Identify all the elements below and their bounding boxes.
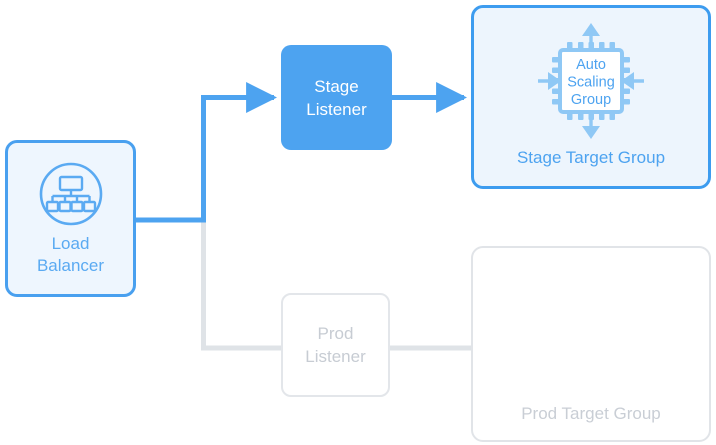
auto-scaling-group-line-2: Scaling <box>567 75 615 91</box>
node-prod-target-group[interactable]: Prod Target Group <box>471 246 711 442</box>
node-prod-listener[interactable]: Prod Listener <box>281 293 390 397</box>
load-balancer-hierarchy-icon <box>39 162 102 225</box>
node-stage-listener[interactable]: Stage Listener <box>281 45 392 150</box>
wire-load-balancer-to-prod-listener <box>201 220 281 351</box>
prod-target-group-label: Prod Target Group <box>521 404 661 423</box>
node-stage-target-group[interactable]: Auto Scaling Group Stage Target Group <box>471 5 711 189</box>
prod-listener-label: Prod Listener <box>305 324 366 366</box>
auto-scaling-group-line-3: Group <box>571 92 611 108</box>
auto-scaling-chip-icon: Auto Scaling Group <box>538 23 644 139</box>
node-load-balancer[interactable]: Load Balancer <box>5 140 136 297</box>
stage-listener-label: Stage Listener <box>306 76 367 119</box>
auto-scaling-group-line-1: Auto <box>576 57 606 73</box>
load-balancer-label: Load Balancer <box>36 233 105 275</box>
wire-load-balancer-to-stage-listener <box>136 82 278 223</box>
stage-target-group-label: Stage Target Group <box>516 148 666 167</box>
